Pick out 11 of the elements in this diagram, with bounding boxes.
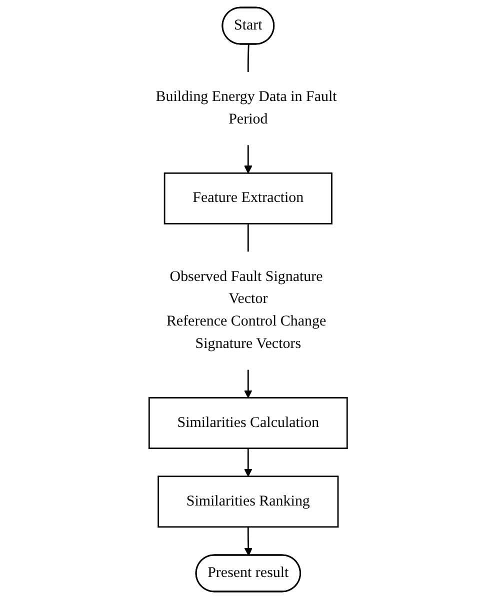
arrow	[244, 145, 253, 174]
arrow	[244, 526, 253, 556]
node-box: Similarities Ranking	[158, 476, 340, 528]
connector	[248, 224, 250, 252]
node-box: Feature Extraction	[164, 172, 333, 224]
node-box: Similarities Calculation	[148, 397, 348, 449]
arrow	[244, 370, 253, 398]
node-text: Observed Fault Signature Vector Reference Control Change Signature Vectors	[166, 268, 326, 352]
node-text: Building Energy Data in Fault Period	[156, 88, 338, 128]
connector	[248, 44, 250, 72]
arrow	[244, 448, 253, 477]
